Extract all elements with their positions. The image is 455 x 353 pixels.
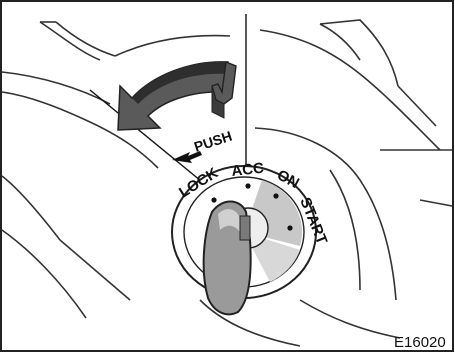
key: [204, 202, 251, 315]
position-label-acc: ACC: [231, 160, 265, 180]
push-indicator: PUSH: [172, 128, 234, 163]
lock-dot: [211, 197, 216, 202]
key-blade: [240, 216, 250, 240]
figure-code: E16020: [394, 334, 446, 351]
on-dot: [273, 193, 278, 198]
start-dot: [287, 225, 292, 230]
acc-dot: [245, 183, 250, 188]
push-label: PUSH: [192, 128, 234, 155]
